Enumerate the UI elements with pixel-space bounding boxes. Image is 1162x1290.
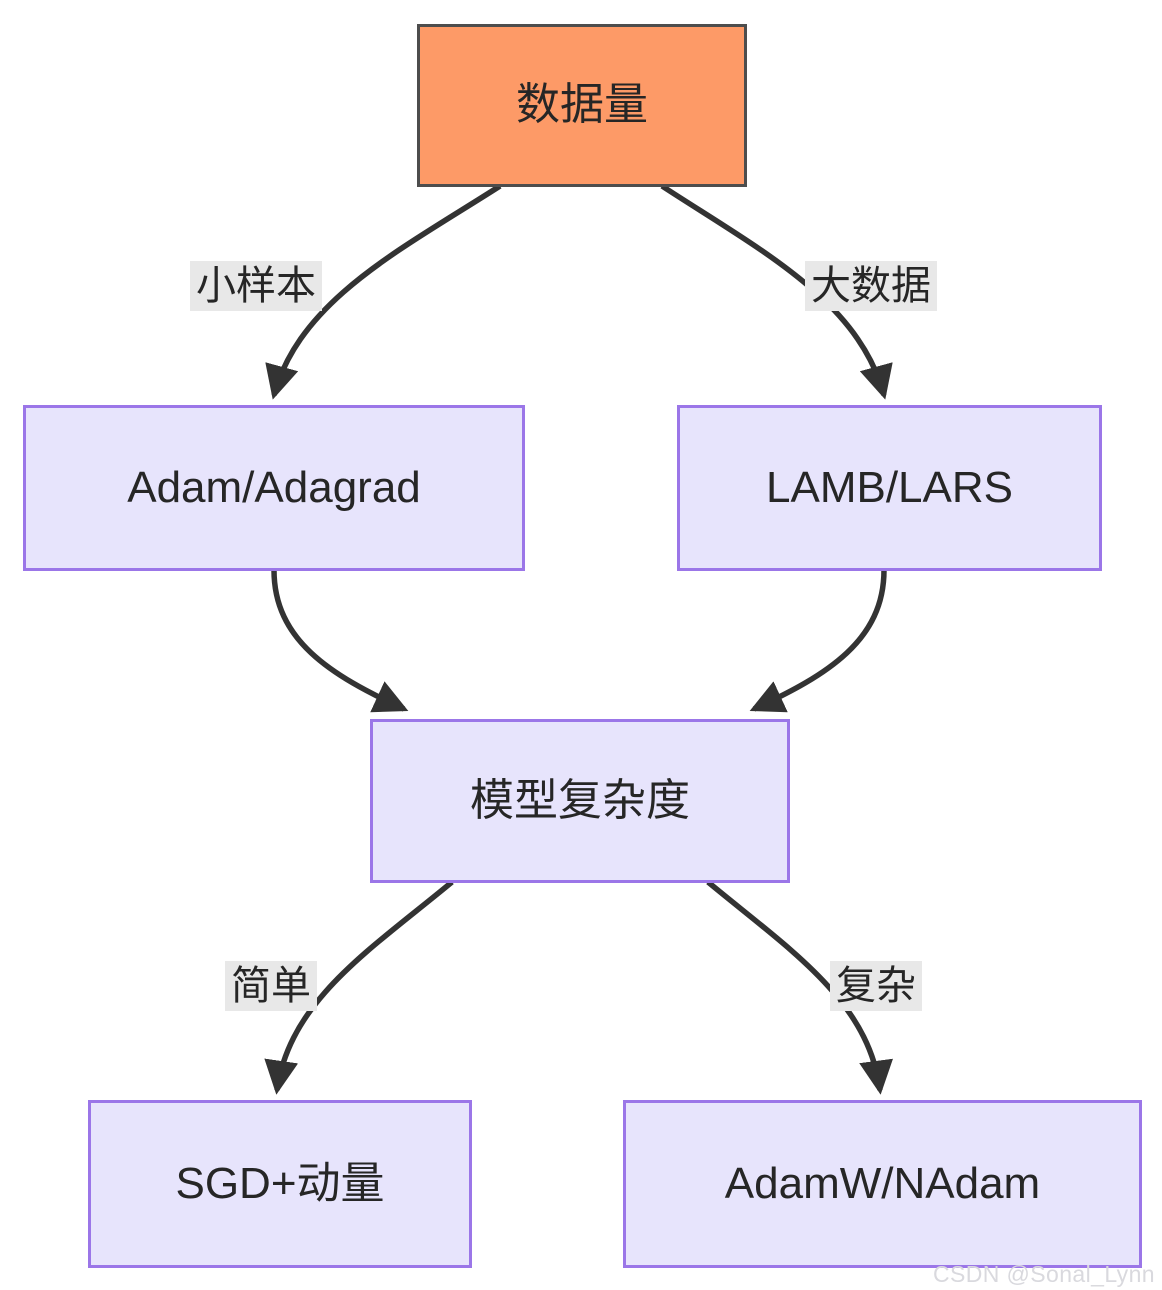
edge-label-complex: 复杂 [830,961,922,1011]
node-sgd-momentum[interactable]: SGD+动量 [88,1100,472,1268]
node-label: AdamW/NAdam [724,1158,1041,1208]
node-adam-adagrad[interactable]: Adam/Adagrad [23,405,525,571]
node-label: 数据量 [516,80,648,130]
watermark: CSDN @Sonal_Lynn [933,1261,1155,1288]
node-label: Adam/Adagrad [127,462,421,512]
edge-adam-to-model-complexity [271,569,409,713]
edge-lamb-to-model-complexity [749,569,887,713]
node-label: LAMB/LARS [766,462,1013,512]
edge-data-volume-to-lamb [660,183,893,400]
edge-data-volume-to-adam [265,183,502,400]
node-data-volume[interactable]: 数据量 [417,24,747,187]
node-lamb-lars[interactable]: LAMB/LARS [677,405,1102,571]
node-label: 模型复杂度 [470,775,690,825]
node-adamw-nadam[interactable]: AdamW/NAdam [623,1100,1142,1268]
edge-label-big-data: 大数据 [805,261,937,311]
edge-model-complexity-to-adamw [706,879,894,1095]
edge-label-text: 小样本 [196,264,316,308]
edge-label-text: 简单 [231,964,311,1008]
edge-model-complexity-to-sgd [264,879,454,1095]
node-model-complexity[interactable]: 模型复杂度 [370,719,790,883]
edge-label-text: 大数据 [811,264,931,308]
watermark-text: CSDN @Sonal_Lynn [933,1261,1155,1287]
edge-label-small-sample: 小样本 [190,261,322,311]
node-label: SGD+动量 [175,1158,385,1208]
edge-label-text: 复杂 [836,964,916,1008]
edge-label-simple: 简单 [225,961,317,1011]
